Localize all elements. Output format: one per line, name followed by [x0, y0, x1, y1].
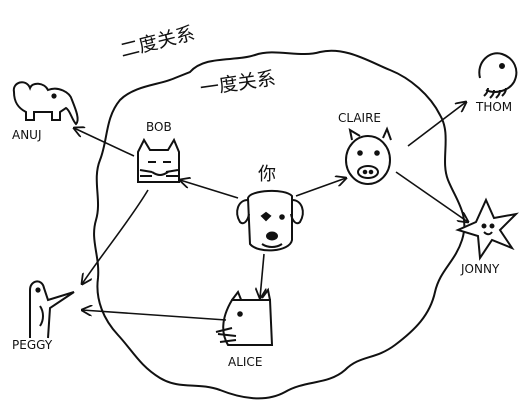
snake-icon [478, 52, 518, 99]
bird-icon [29, 280, 75, 339]
edge-you-claire [295, 178, 346, 197]
first-degree-boundary [93, 49, 466, 400]
starfish-icon [455, 197, 519, 261]
edge-bob-anuj [74, 128, 135, 157]
edge-you-bob [180, 180, 239, 199]
elephant-icon [12, 81, 79, 126]
alice-label: ALICE [228, 355, 262, 369]
edge-you-alice [260, 253, 264, 298]
jonny-label: JONNY [460, 262, 500, 276]
edge-claire-jonny [395, 171, 468, 222]
pig-icon [345, 126, 392, 185]
rat-icon [215, 287, 274, 346]
thom-label: THOM [475, 100, 512, 114]
anuj-label: ANUJ [12, 128, 42, 142]
degree-two-label: 二度关系 [118, 22, 197, 62]
edge-claire-thom [407, 102, 466, 147]
bob-label: BOB [146, 120, 172, 134]
edge-alice-peggy [82, 310, 227, 321]
cat-icon [137, 137, 180, 183]
degree-one-label: 一度关系 [199, 67, 277, 99]
edge-bob-peggy [82, 189, 149, 284]
claire-label: CLAIRE [338, 111, 381, 125]
dog-icon [236, 190, 304, 252]
you-label: 你 [258, 164, 276, 185]
edges [74, 102, 468, 321]
peggy-label: PEGGY [12, 338, 53, 352]
